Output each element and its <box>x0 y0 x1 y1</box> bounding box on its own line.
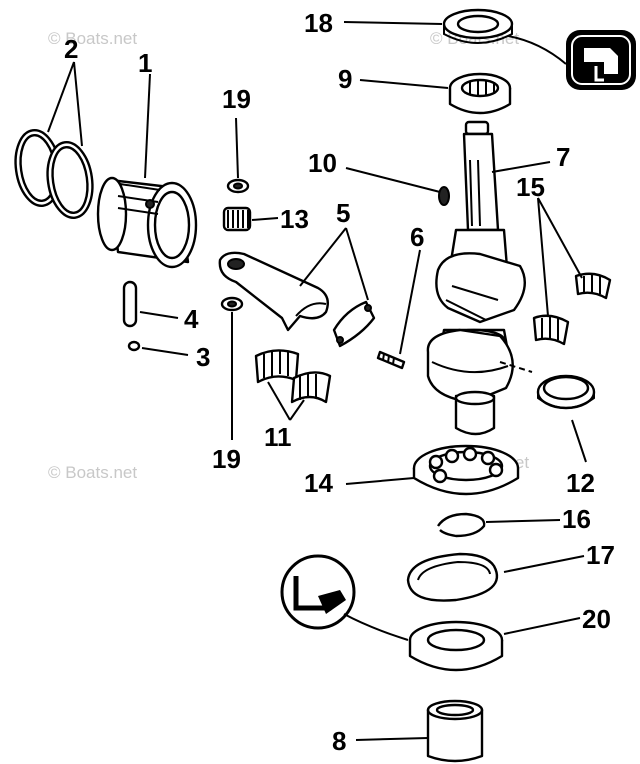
callout-7: 7 <box>556 142 570 172</box>
leader-lines <box>47 21 587 741</box>
callout-12: 12 <box>566 468 595 498</box>
lower-crankshaft-seal <box>408 620 504 672</box>
callout-16: 16 <box>562 504 591 534</box>
callout-17: 17 <box>586 540 615 570</box>
crankshaft <box>426 120 533 436</box>
sealant-applicator-icon <box>566 30 636 90</box>
grease-tube-icon <box>280 554 356 630</box>
center-main-bearing-race <box>536 374 596 410</box>
callout-19-lower: 19 <box>212 444 241 474</box>
callout-15: 15 <box>516 172 545 202</box>
watermark-top-left: © Boats.net <box>48 29 137 48</box>
rod-bolt <box>376 350 406 370</box>
callout-2: 2 <box>64 34 78 64</box>
callout-5: 5 <box>336 198 350 228</box>
callout-13: 13 <box>280 204 309 234</box>
rod-bearing-cage-halves <box>254 349 332 404</box>
callout-19-upper: 19 <box>222 84 251 114</box>
lower-ball-bearing <box>412 444 520 496</box>
callout-6: 6 <box>410 222 424 252</box>
callout-3: 3 <box>196 342 210 372</box>
icon-leader-bottom <box>343 613 409 641</box>
piston-rings <box>14 129 94 219</box>
main-bearing-halves <box>532 272 612 346</box>
callout-1: 1 <box>138 48 152 78</box>
wrist-pin <box>122 280 138 328</box>
crankshaft-key <box>438 186 450 206</box>
callout-11: 11 <box>264 422 292 452</box>
callout-8: 8 <box>332 726 346 756</box>
crankshaft-sleeve <box>426 699 484 763</box>
connecting-rod-cap <box>332 300 376 348</box>
callout-4: 4 <box>184 304 199 334</box>
connecting-rod <box>218 251 329 332</box>
callout-20: 20 <box>582 604 611 634</box>
upper-crankshaft-seal <box>442 8 514 44</box>
watermark-mid-left: © Boats.net <box>48 463 137 482</box>
callout-10: 10 <box>308 148 337 178</box>
wrist-pin-retainer <box>127 340 141 352</box>
callout-14: 14 <box>304 468 333 498</box>
icon-leader-top <box>507 35 567 65</box>
retaining-ring-large <box>406 552 499 602</box>
needle-bearing <box>222 206 252 232</box>
callout-9: 9 <box>338 64 352 94</box>
upper-roller-bearing <box>448 72 512 115</box>
retaining-ring-small <box>437 512 486 538</box>
piston <box>96 176 198 269</box>
callout-18: 18 <box>304 8 333 38</box>
